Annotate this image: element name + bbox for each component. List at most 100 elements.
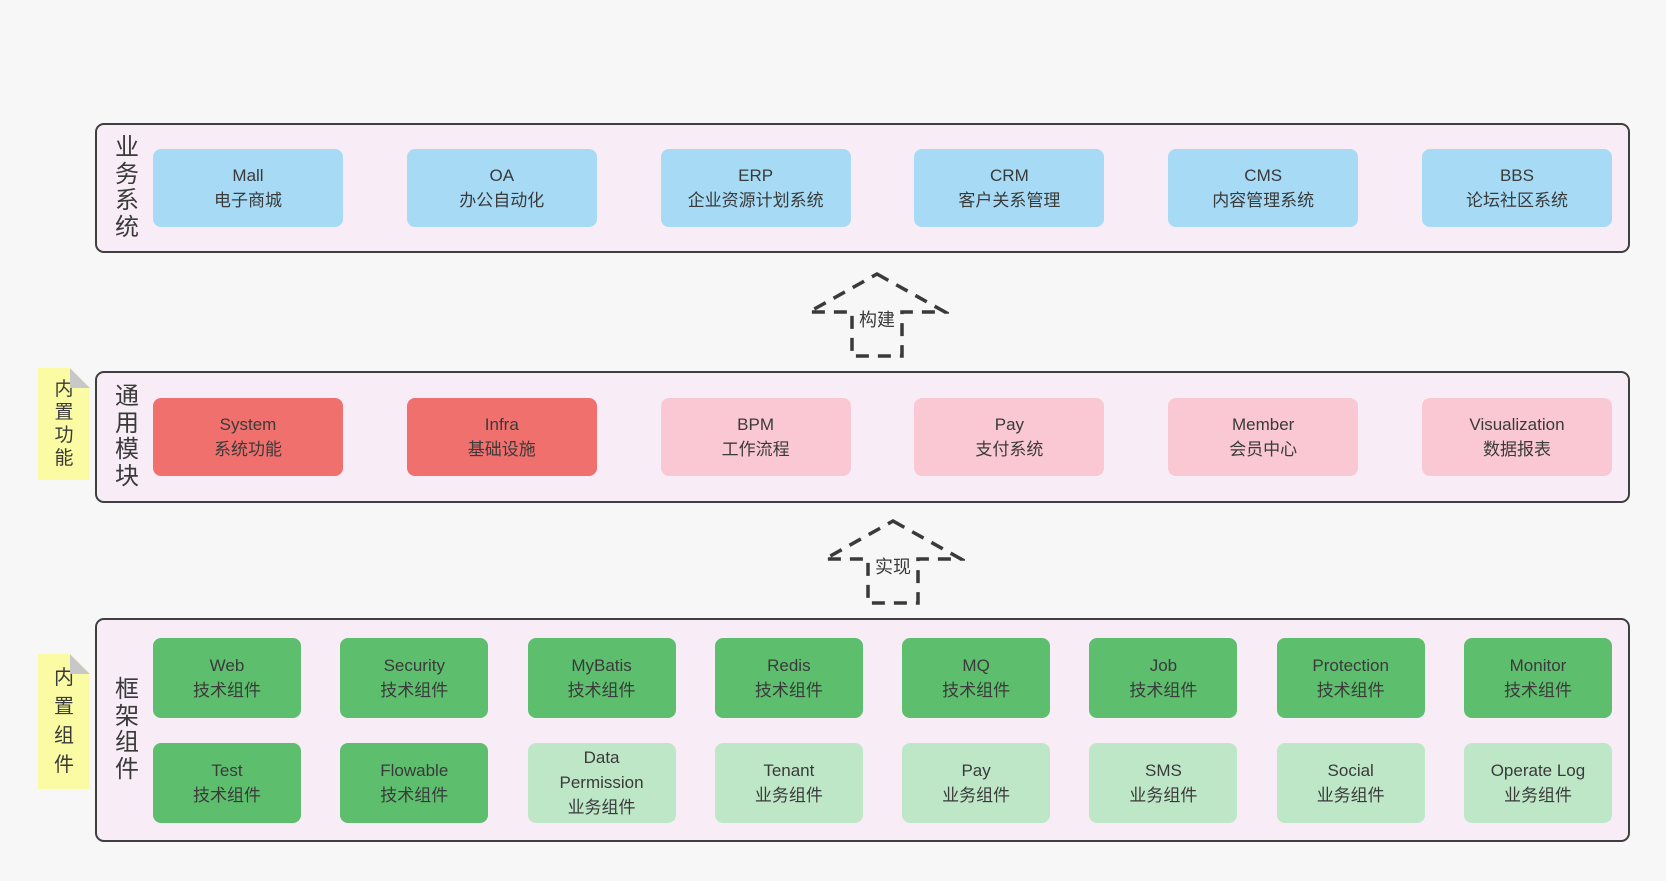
module-title: OA — [489, 166, 515, 185]
module-box-bbs: BBS 论坛社区系统 — [1421, 149, 1612, 227]
module-title: CRM — [990, 166, 1029, 185]
module-box-flowable: Flowable 技术组件 — [340, 742, 489, 823]
module-subtitle: 论坛社区系统 — [1465, 191, 1568, 210]
module-title: Data Permission — [559, 748, 644, 792]
module-title: BBS — [1499, 166, 1534, 185]
module-box-protection: Protection 技术组件 — [1276, 637, 1425, 718]
module-subtitle: 技术组件 — [942, 680, 1011, 700]
module-subtitle: 技术组件 — [193, 680, 261, 700]
module-box-crm: CRM 客户关系管理 — [914, 149, 1105, 227]
module-box-mybatis: MyBatis 技术组件 — [527, 637, 676, 718]
module-subtitle: 办公自动化 — [459, 191, 545, 210]
module-title: Test — [211, 760, 243, 780]
arrow-label: 构建 — [859, 310, 895, 330]
module-box-operate-log: Operate Log 业务组件 — [1463, 742, 1612, 823]
module-box-infra: Infra 基础设施 — [406, 398, 597, 476]
module-subtitle: 技术组件 — [754, 680, 823, 700]
module-title: SMS — [1144, 760, 1182, 780]
module-title: Infra — [484, 415, 519, 434]
module-box-redis: Redis 技术组件 — [714, 637, 863, 718]
module-box-mall: Mall 电子商城 — [153, 149, 343, 227]
dashed-up-arrow-icon: 构建 — [802, 271, 952, 358]
module-subtitle: 基础设施 — [467, 440, 536, 459]
module-title: Flowable — [380, 760, 449, 780]
folded-corner-icon — [70, 654, 90, 674]
module-subtitle: 业务组件 — [1316, 785, 1385, 805]
module-subtitle: 会员中心 — [1229, 440, 1298, 459]
module-box-member: Member 会员中心 — [1168, 398, 1359, 476]
module-title: System — [219, 415, 277, 434]
arrow-label: 实现 — [875, 557, 911, 577]
module-title: BPM — [737, 415, 775, 434]
sticky-note-builtin-features: 内 置 功 能 — [38, 368, 90, 480]
module-title: Member — [1232, 415, 1295, 434]
sticky-note-builtin-components: 内 置 组 件 — [38, 654, 90, 789]
module-box-oa: OA 办公自动化 — [406, 149, 597, 227]
module-box-visualization: Visualization 数据报表 — [1421, 398, 1612, 476]
module-row: System 系统功能 Infra 基础设施 BPM 工作流程 Pay 支付系统 Member 会… — [153, 398, 1612, 476]
module-title: Web — [209, 655, 245, 675]
sticky-label: 内 置 功 能 — [54, 379, 74, 469]
dashed-up-arrow-icon: 实现 — [818, 518, 968, 605]
module-box-system: System 系统功能 — [153, 398, 343, 476]
module-subtitle: 技术组件 — [1129, 680, 1198, 700]
band-rows: System 系统功能 Infra 基础设施 BPM 工作流程 Pay 支付系统 Member 会… — [153, 373, 1612, 501]
module-box-cms: CMS 内容管理系统 — [1168, 149, 1359, 227]
module-row: Mall 电子商城 OA 办公自动化 ERP 企业资源计划系统 CRM 客户关系管理 CMS 内容… — [153, 149, 1612, 227]
module-subtitle: 技术组件 — [380, 785, 449, 805]
module-title: Protection — [1312, 655, 1389, 675]
module-box-test: Test 技术组件 — [153, 742, 301, 823]
module-subtitle: 工作流程 — [721, 440, 790, 459]
module-title: ERP — [738, 166, 774, 185]
module-title: Pay — [961, 760, 991, 780]
module-subtitle: 业务组件 — [567, 798, 636, 817]
sticky-label: 内 置 组 件 — [54, 666, 74, 776]
module-subtitle: 技术组件 — [193, 785, 261, 805]
module-subtitle: 技术组件 — [380, 680, 449, 700]
band-label: 通 用 模 块 — [115, 383, 139, 490]
module-title: Mall — [232, 166, 264, 185]
module-title: Job — [1149, 655, 1178, 675]
module-subtitle: 数据报表 — [1482, 440, 1551, 459]
module-box-web: Web 技术组件 — [153, 637, 301, 718]
folded-corner-icon — [70, 368, 90, 388]
module-subtitle: 企业资源计划系统 — [687, 191, 824, 210]
module-subtitle: 业务组件 — [1503, 785, 1572, 805]
module-title: Operate Log — [1490, 760, 1586, 780]
module-title: Visualization — [1469, 415, 1565, 434]
module-subtitle: 系统功能 — [214, 440, 282, 459]
module-box-social: Social 业务组件 — [1276, 742, 1425, 823]
module-subtitle: 客户关系管理 — [958, 191, 1061, 210]
module-subtitle: 技术组件 — [1316, 680, 1385, 700]
module-title: Redis — [767, 655, 811, 675]
module-title: MyBatis — [571, 655, 632, 675]
module-box-tenant: Tenant 业务组件 — [714, 742, 863, 823]
module-subtitle: 业务组件 — [1129, 785, 1198, 805]
module-subtitle: 电子商城 — [214, 191, 282, 210]
module-subtitle: 技术组件 — [567, 680, 636, 700]
module-box-mq: MQ 技术组件 — [902, 637, 1051, 718]
module-subtitle: 业务组件 — [754, 785, 823, 805]
module-title: Social — [1327, 760, 1374, 780]
module-title: MQ — [962, 655, 990, 675]
module-box-sms: SMS 业务组件 — [1089, 742, 1238, 823]
module-title: Tenant — [763, 760, 815, 780]
module-box-job: Job 技术组件 — [1089, 637, 1238, 718]
module-subtitle: 支付系统 — [975, 440, 1044, 459]
module-title: Pay — [994, 415, 1025, 434]
band-label: 框 架 组 件 — [115, 676, 139, 783]
module-title: CMS — [1244, 166, 1283, 185]
module-box-bpm: BPM 工作流程 — [660, 398, 851, 476]
module-title: Monitor — [1509, 655, 1567, 675]
module-box-data-permission: Data Permission 业务组件 — [527, 742, 676, 823]
module-subtitle: 内容管理系统 — [1212, 191, 1315, 210]
